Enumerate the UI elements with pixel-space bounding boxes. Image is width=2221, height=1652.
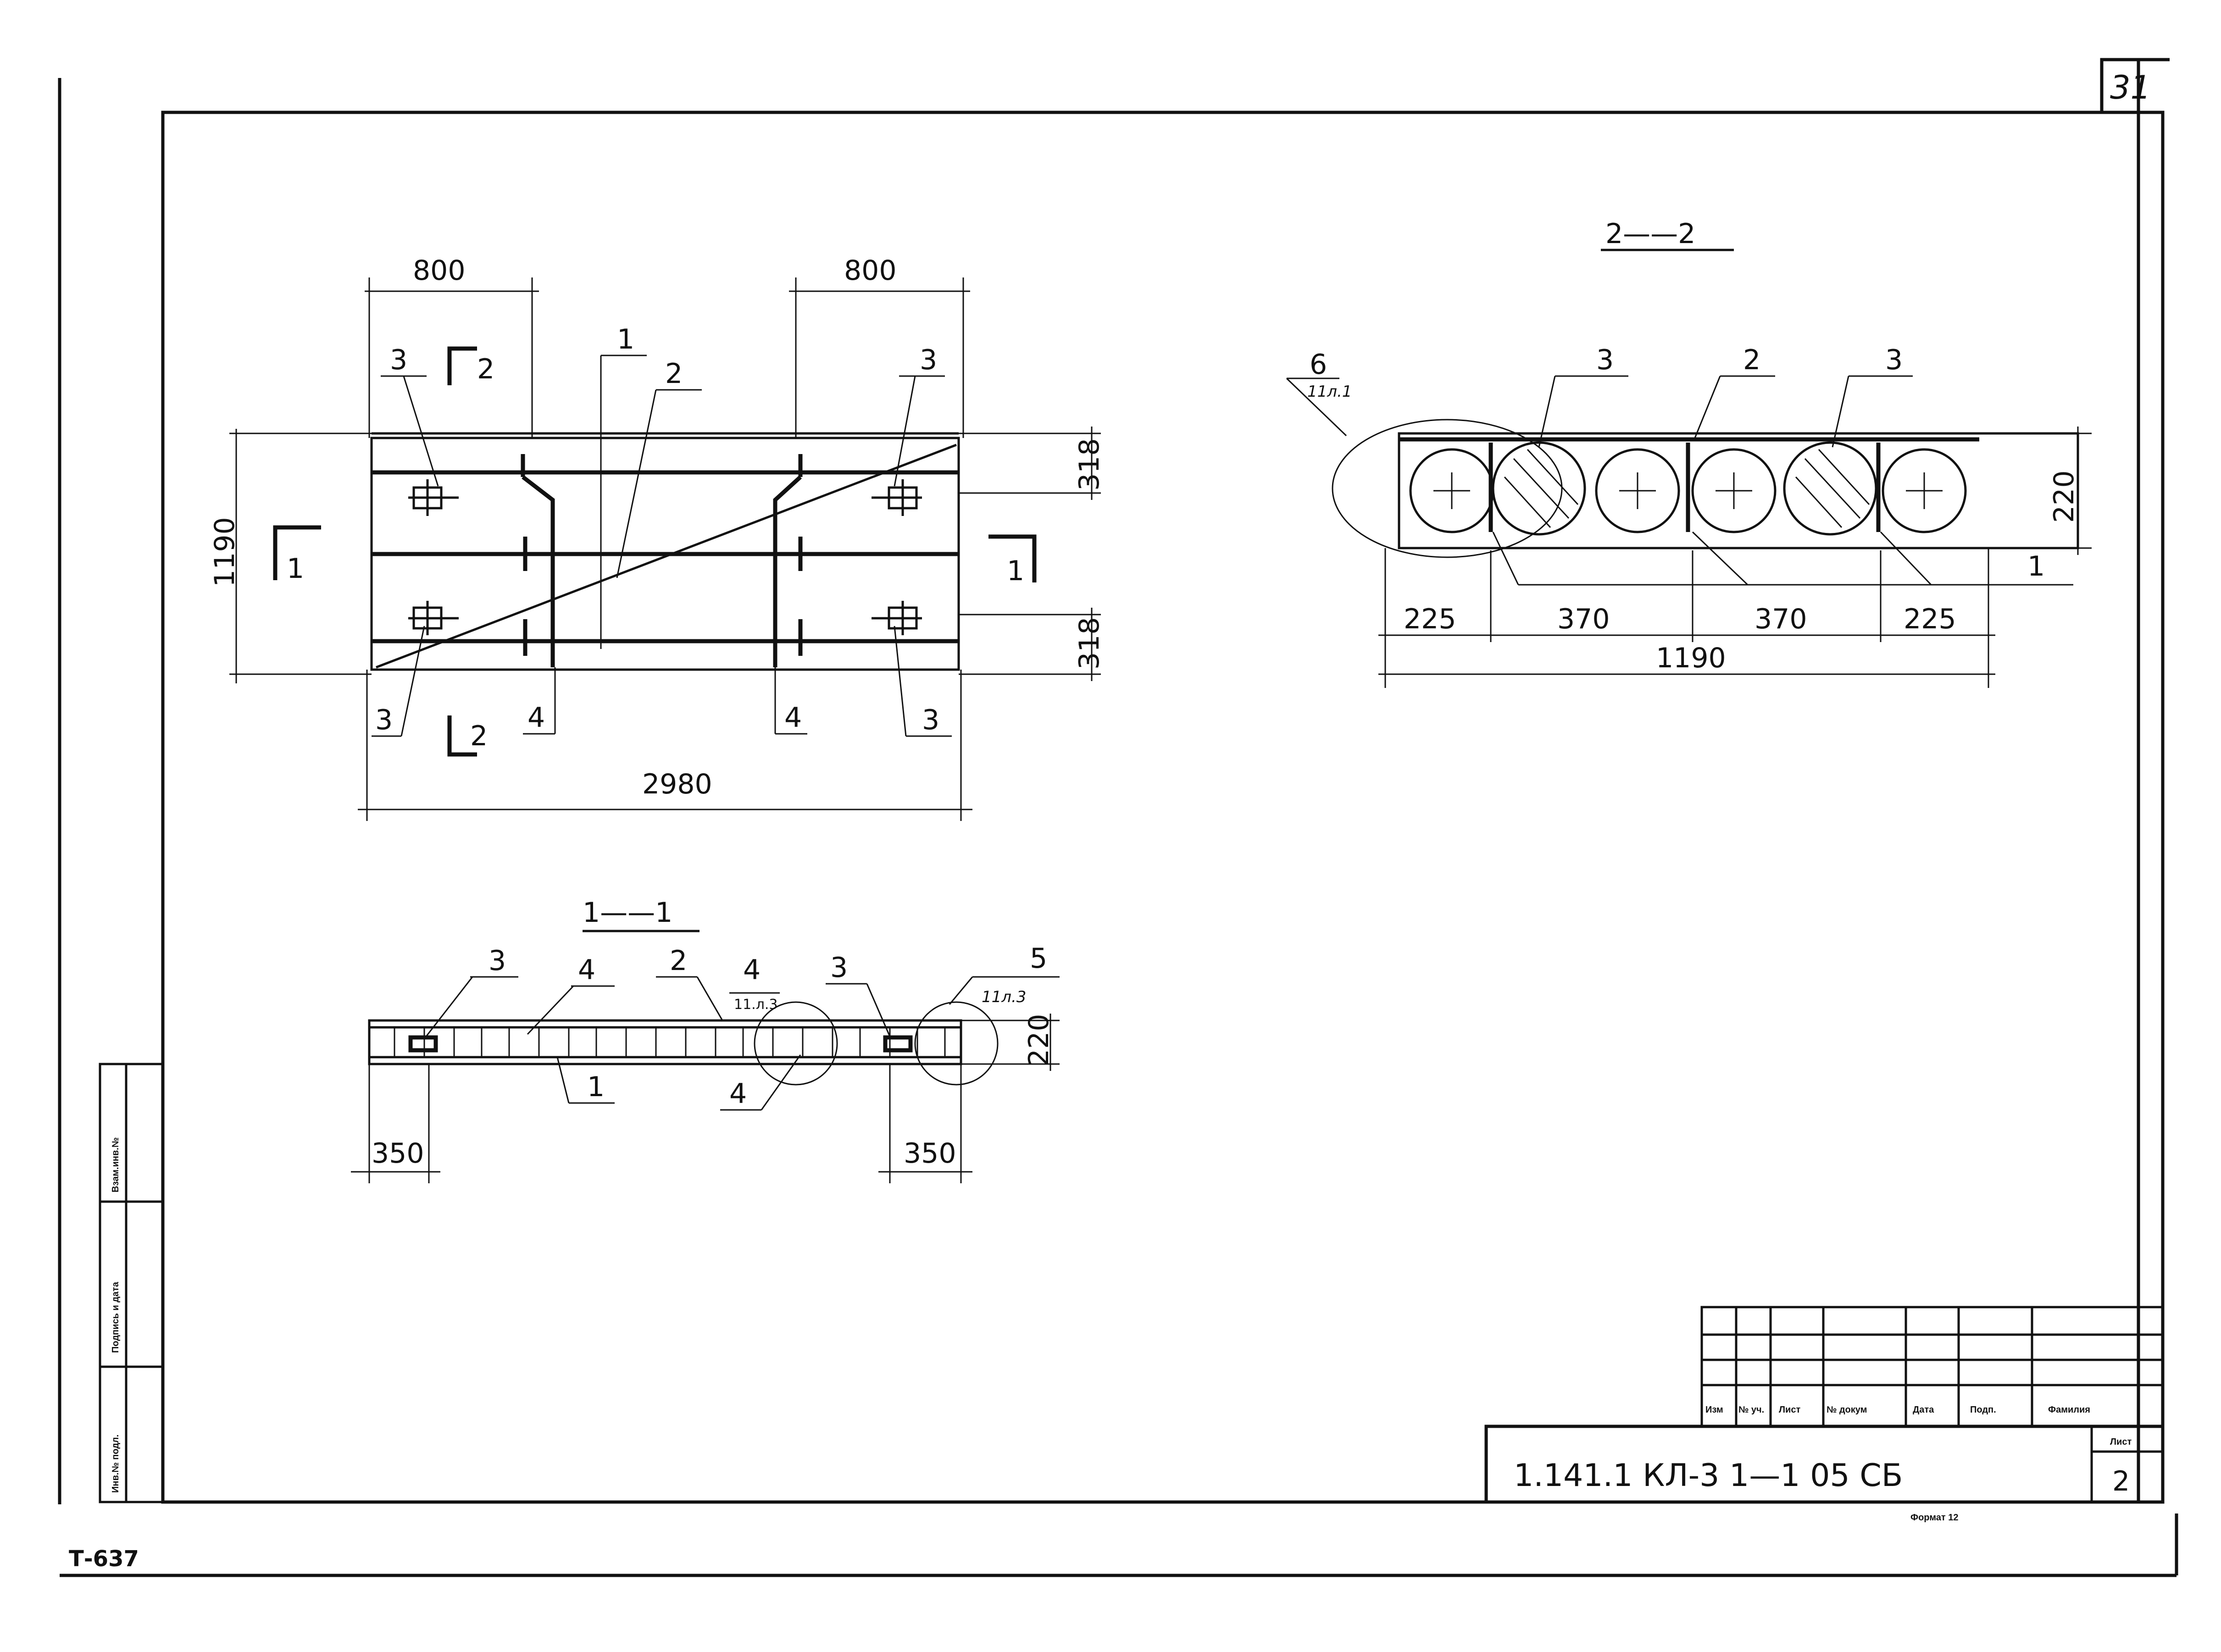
plan-section-1-right: 1 (1007, 555, 1024, 587)
page-number: 31 (2110, 69, 2151, 106)
s11-callout-2: 2 (670, 945, 687, 977)
s22-dim-370b: 370 (1755, 603, 1807, 635)
left-stamp: Инв.№ подл. Подпись и дата Взам.инв.№ (99, 1063, 164, 1503)
tb-header-izm: Изм (1705, 1405, 1723, 1415)
plan-section-1-left: 1 (287, 553, 304, 585)
s11-callout-4a: 4 (578, 954, 595, 986)
s11-ref-5: 11л.3 (982, 988, 1026, 1006)
s11-callout-4c: 4 (729, 1078, 747, 1110)
plan-view: 800 800 1190 2980 318 318 1 2 3 3 3 3 (209, 255, 1105, 821)
tb-header-list: Лист (1779, 1405, 1800, 1415)
plan-callout-1: 1 (617, 323, 634, 355)
s11-dim-left: 350 (372, 1137, 424, 1170)
s11-callout-4b: 4 (743, 954, 761, 986)
section-2-2: 2——2 6 11л.1 3 2 (1286, 218, 2092, 688)
vzam-inv-label: Взам.инв.№ (111, 1137, 121, 1192)
s22-dim-height: 220 (2048, 470, 2080, 523)
tb-header-podp: Подп. (1970, 1405, 1996, 1415)
sheet-frame (58, 58, 2178, 1577)
s11-callout-3b: 3 (830, 952, 848, 984)
s22-callout-1: 1 (2027, 550, 2045, 582)
tb-document-code: 1.141.1 КЛ-3 1—1 05 СБ (1514, 1458, 1903, 1494)
section-1-1-title: 1——1 (583, 897, 672, 929)
s11-dim-height: 220 (1023, 1014, 1055, 1066)
plan-callout-2: 2 (665, 358, 683, 390)
section-2-2-title: 2——2 (1605, 218, 1695, 250)
s22-callout-3a: 3 (1596, 344, 1614, 376)
section-1-1: 1——1 3 4 2 4 11.л.3 (351, 897, 1060, 1183)
tb-header-familiya: Фамилия (2048, 1405, 2090, 1415)
s22-dim-225a: 225 (1404, 603, 1456, 635)
plan-callout-4a: 4 (527, 702, 545, 734)
s22-dim-total: 1190 (1656, 642, 1726, 674)
s22-callout-6: 6 (1310, 349, 1327, 381)
tb-sheet-value: 2 (2112, 1465, 2130, 1497)
plan-callout-3a: 3 (390, 344, 407, 376)
s22-dim-225b: 225 (1904, 603, 1956, 635)
tb-header-ndokum: № докум (1827, 1405, 1867, 1415)
plan-dim-left-800: 800 (413, 255, 466, 287)
s22-callout-2: 2 (1743, 344, 1760, 376)
s22-ref-6: 11л.1 (1307, 383, 1352, 401)
s11-ref-4b: 11.л.3 (734, 997, 778, 1013)
s11-callout-5: 5 (1030, 942, 1047, 975)
plan-callout-3d: 3 (922, 704, 939, 736)
title-block: Изм № уч. Лист № докум Дата Подп. Фамили… (1484, 1306, 2165, 1523)
s11-callout-3a: 3 (489, 945, 506, 977)
plan-callout-4b: 4 (784, 702, 802, 734)
plan-section-2-top: 2 (477, 353, 494, 385)
s11-callout-1: 1 (587, 1071, 605, 1103)
plan-dim-length: 2980 (642, 768, 712, 800)
s22-callout-3b: 3 (1885, 344, 1903, 376)
plan-callout-3c: 3 (375, 704, 393, 736)
plan-dim-318-top: 318 (1073, 438, 1105, 491)
tb-header-data: Дата (1913, 1405, 1934, 1415)
tb-sheet-label: Лист (2110, 1437, 2132, 1447)
plan-dim-height: 1190 (209, 517, 241, 587)
s11-dim-right: 350 (904, 1137, 956, 1170)
tb-header-nuch: № уч. (1738, 1405, 1764, 1415)
inv-podl-label: Инв.№ подл. (111, 1435, 121, 1493)
format-label: Формат 12 (1910, 1513, 1959, 1523)
plan-dim-right-800: 800 (844, 255, 897, 287)
stamp-code: Т-637 (69, 1546, 139, 1572)
plan-section-2-bottom: 2 (470, 720, 488, 752)
podpis-data-label: Подпись и дата (111, 1281, 121, 1353)
s22-dim-370a: 370 (1557, 603, 1610, 635)
plan-dim-318-bottom: 318 (1073, 617, 1105, 670)
plan-callout-3b: 3 (920, 344, 937, 376)
